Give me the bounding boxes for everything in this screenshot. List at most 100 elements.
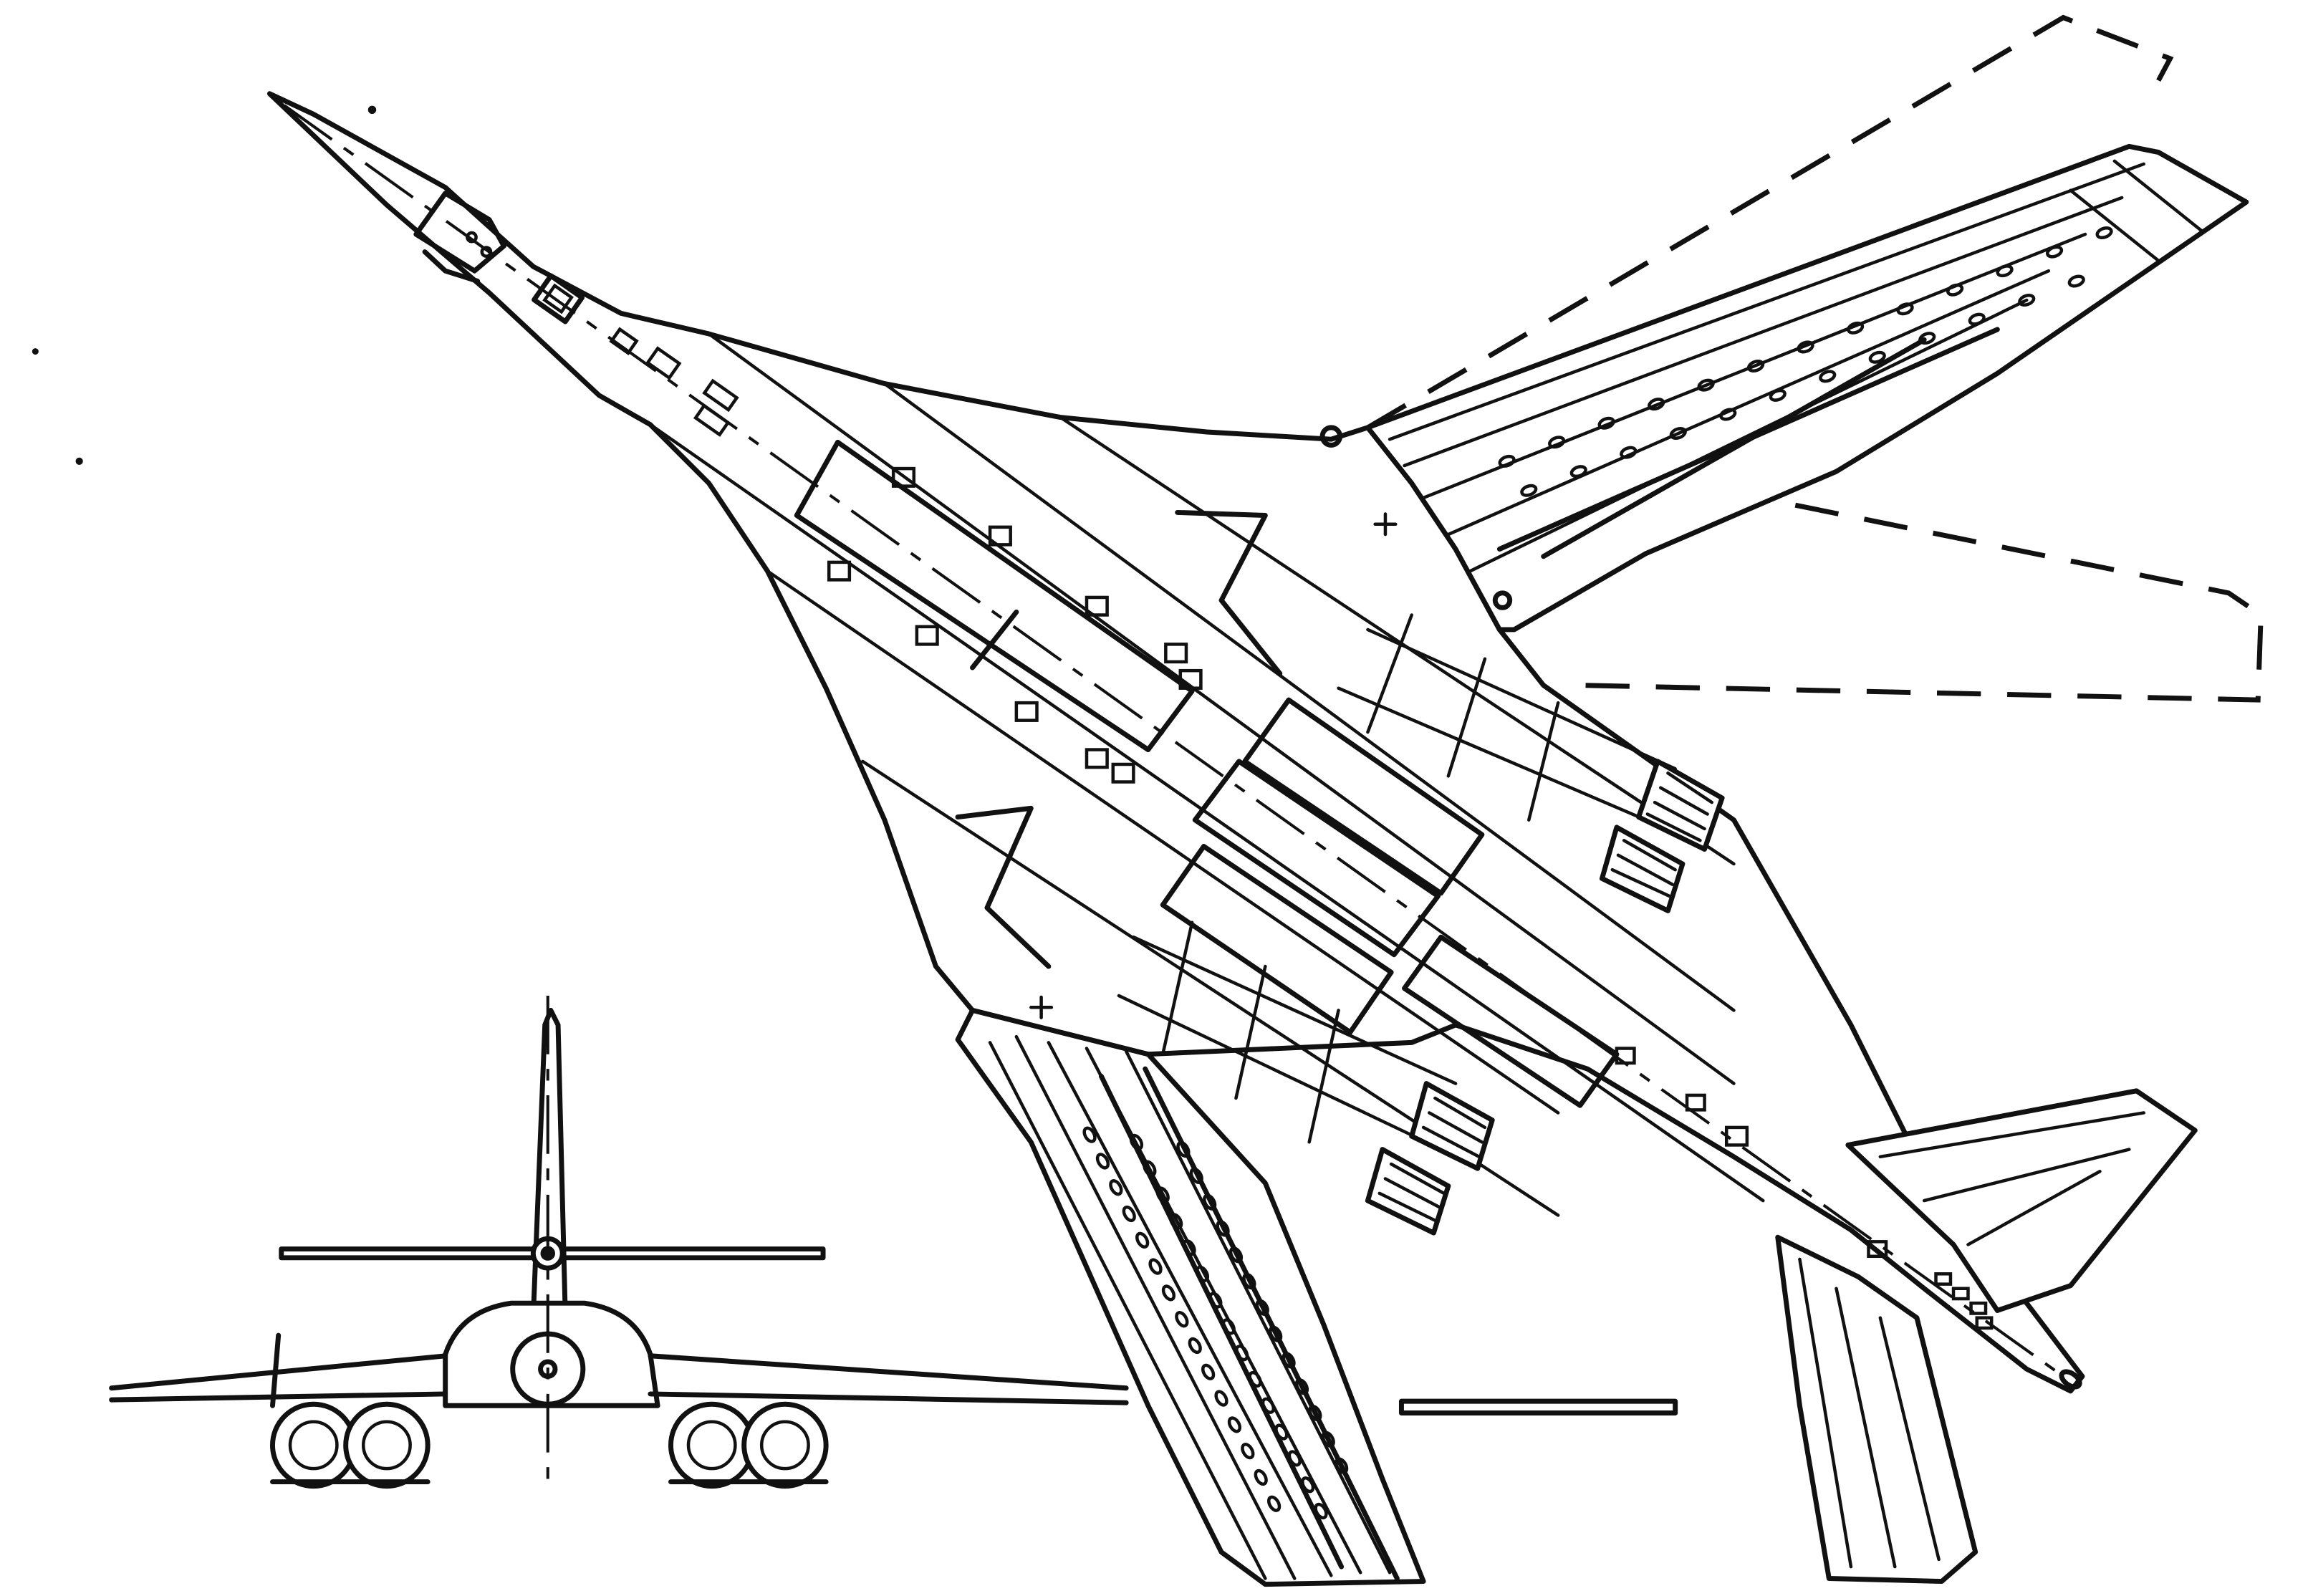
wing-slot <box>1175 1311 1189 1328</box>
wing-slot <box>1946 283 1964 297</box>
wing-slot <box>1242 1272 1256 1290</box>
wing-slot <box>1520 484 1538 497</box>
wing-slot <box>1095 1153 1110 1170</box>
access-panels <box>827 466 1888 1259</box>
stray-dot <box>75 457 83 465</box>
upper-engine-exhausts <box>1600 759 1725 913</box>
planform-view <box>266 14 2264 1587</box>
left-wing-slots <box>1082 1126 1349 1520</box>
wing-slot <box>2018 294 2036 307</box>
front-wings <box>109 1353 1129 1405</box>
left-wing-panel <box>955 1007 1426 1587</box>
wing-slot <box>1548 436 1566 449</box>
wing-slot <box>2095 226 2113 239</box>
wing-slot <box>2067 274 2085 288</box>
pivot-marker-right <box>1373 512 1398 537</box>
wing-slot <box>1261 1397 1276 1414</box>
wing-slot <box>1274 1423 1289 1441</box>
wing-slot <box>1968 312 1986 326</box>
front-view <box>109 995 1678 1489</box>
right-wing-slots <box>1498 226 2113 497</box>
wing-slot <box>1255 1299 1269 1316</box>
wing-slot <box>1669 427 1687 441</box>
wing-slot <box>1918 332 1936 345</box>
weapon-bay-doors <box>794 439 1620 1108</box>
wing-slot <box>1294 1378 1309 1395</box>
wing-slot <box>1208 1292 1223 1309</box>
wing-slot <box>1498 454 1516 468</box>
wing-slot <box>1241 1443 1255 1460</box>
wing-slot <box>1996 264 2014 278</box>
wing-slot <box>1896 302 1914 316</box>
right-stabilizer <box>1845 1088 2198 1313</box>
front-stabilizer <box>279 1246 826 1261</box>
wing-slot <box>1214 1390 1228 1407</box>
wing-slot <box>1143 1160 1157 1177</box>
tail-vents <box>1934 1272 1994 1330</box>
wing-slot <box>1201 1363 1216 1380</box>
wing-swept-position-outline <box>1366 14 2174 430</box>
left-stabilizer <box>1775 1234 1978 1585</box>
fuselage-structure-lines <box>648 332 1765 1217</box>
wing-slot <box>1335 1457 1349 1474</box>
wing-slot <box>1221 1318 1236 1335</box>
glove-fence-upper <box>1175 509 1283 676</box>
stray-dot <box>367 105 377 115</box>
wing-slot <box>1620 446 1638 459</box>
wing-slot <box>1155 1186 1170 1203</box>
wing-slot <box>1203 1193 1217 1211</box>
wing-slot <box>1135 1231 1150 1249</box>
wing-slot <box>1082 1126 1097 1143</box>
wing-slot <box>1195 1265 1210 1282</box>
wing-slot <box>1797 340 1814 354</box>
cockpit-details <box>413 191 739 437</box>
wing-slot <box>1301 1476 1315 1494</box>
wing-slot <box>1228 1246 1244 1264</box>
wing-slot <box>1847 321 1865 335</box>
wing-slot <box>1308 1404 1322 1422</box>
wing-slot <box>1648 398 1665 411</box>
wing-slot <box>1266 1495 1282 1512</box>
wing-slot <box>1129 1133 1144 1150</box>
wing-slot <box>1287 1450 1302 1467</box>
wing-slot <box>1697 378 1715 392</box>
wing-slot <box>1182 1239 1196 1256</box>
wing-slot <box>1235 1345 1249 1362</box>
wing-slot <box>1269 1325 1283 1342</box>
wing-slot <box>1597 416 1615 430</box>
wing-slot <box>1189 1167 1203 1184</box>
wing-slot <box>1868 350 1886 364</box>
wing-slot <box>1227 1416 1242 1433</box>
wing-slot <box>1188 1337 1202 1355</box>
front-engine-intakes <box>270 1401 829 1489</box>
wing-slot <box>1282 1352 1296 1369</box>
wing-slot <box>1314 1502 1328 1520</box>
wing-slot <box>1216 1220 1230 1237</box>
wing-slot <box>1747 360 1765 372</box>
lower-engine-nacelle-panels <box>1117 920 1458 1144</box>
wing-slot <box>1769 388 1787 402</box>
wing-slot <box>1569 465 1587 479</box>
lower-engine-exhausts <box>1365 1081 1495 1236</box>
glove-fence-lower <box>955 805 1052 969</box>
wing-slot <box>1321 1431 1335 1448</box>
wing-slot <box>2046 245 2064 259</box>
stray-dot <box>32 348 39 355</box>
stabilizer-alt-position-outline <box>1579 502 2264 703</box>
wing-slot <box>1248 1370 1262 1388</box>
pivot-marker-left <box>1029 995 1054 1019</box>
wing-slot <box>1122 1205 1136 1223</box>
wing-slot <box>1169 1213 1183 1230</box>
wing-slot <box>1109 1179 1123 1196</box>
wing-slot <box>1719 408 1737 421</box>
wing-slot <box>1819 370 1837 383</box>
front-right-outer-wing <box>1398 1398 1678 1415</box>
wing-slot <box>1254 1468 1268 1486</box>
wing-slot <box>1176 1140 1191 1158</box>
fuselage-centerline <box>283 104 2064 1378</box>
wing-slot <box>1161 1284 1176 1302</box>
front-left-wingtip <box>270 1332 282 1408</box>
wing-slot <box>1148 1258 1163 1275</box>
upper-engine-nacelle-panels <box>1337 613 1677 822</box>
